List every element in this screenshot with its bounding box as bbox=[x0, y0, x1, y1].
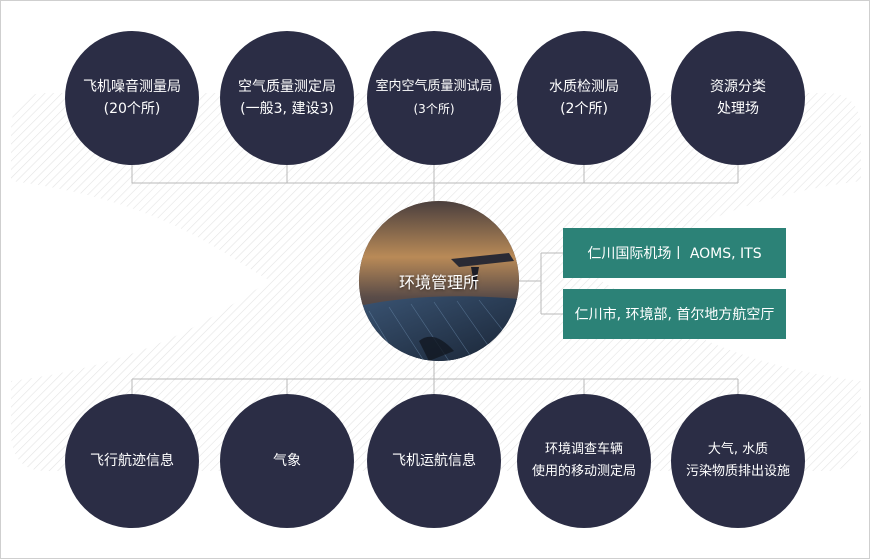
node-line: 空气质量测定局 bbox=[238, 79, 336, 95]
airport-photo bbox=[359, 201, 519, 361]
node-line: (3个所) bbox=[413, 102, 455, 116]
node-line: (2个所) bbox=[560, 101, 608, 117]
node-air-quality: 空气质量测定局 (一般3, 建设3) bbox=[220, 31, 354, 165]
node-line: (20个所) bbox=[103, 101, 161, 117]
node-line: 环境调查车辆 bbox=[544, 442, 623, 457]
node-line: 使用的移动测定局 bbox=[531, 464, 636, 479]
node-line: 处理场 bbox=[717, 101, 759, 117]
node-emission-facilities: 大气, 水质 污染物质排出设施 bbox=[671, 394, 805, 528]
node-line: 大气, 水质 bbox=[707, 442, 769, 457]
node-mobile-station: 环境调查车辆 使用的移动测定局 bbox=[517, 394, 651, 528]
node-weather: 气象 bbox=[220, 394, 354, 528]
node-line: 飞行航迹信息 bbox=[90, 453, 174, 469]
node-line: 飞机运航信息 bbox=[392, 453, 476, 469]
bottom-bus-line bbox=[131, 361, 739, 394]
node-aircraft-noise: 飞机噪音测量局 (20个所) bbox=[65, 31, 199, 165]
node-line: 水质检测局 bbox=[549, 79, 619, 95]
node-water-quality: 水质检测局 (2个所) bbox=[517, 31, 651, 165]
center-label: 环境管理所 bbox=[398, 273, 479, 292]
node-line: 飞机噪音测量局 bbox=[83, 79, 181, 95]
node-line: 资源分类 bbox=[710, 79, 766, 95]
node-line: 污染物质排出设施 bbox=[685, 464, 790, 479]
tag-bracket-line bbox=[519, 252, 563, 315]
node-line: (一般3, 建设3) bbox=[240, 101, 334, 117]
tag-incheon-airport: 仁川国际机场丨 AOMS, ITS bbox=[563, 228, 786, 278]
node-line: 室内空气质量测试局 bbox=[375, 79, 493, 94]
tag-agencies: 仁川市, 环境部, 首尔地方航空厅 bbox=[563, 289, 786, 339]
node-recycling: 资源分类 处理场 bbox=[671, 31, 805, 165]
node-flight-track: 飞行航迹信息 bbox=[65, 394, 199, 528]
node-line: 气象 bbox=[273, 453, 301, 469]
center-node: 环境管理所 bbox=[359, 201, 519, 361]
top-bus-line bbox=[131, 164, 739, 201]
node-flight-operations: 飞机运航信息 bbox=[367, 394, 501, 528]
node-indoor-air: 室内空气质量测试局 (3个所) bbox=[367, 31, 501, 165]
